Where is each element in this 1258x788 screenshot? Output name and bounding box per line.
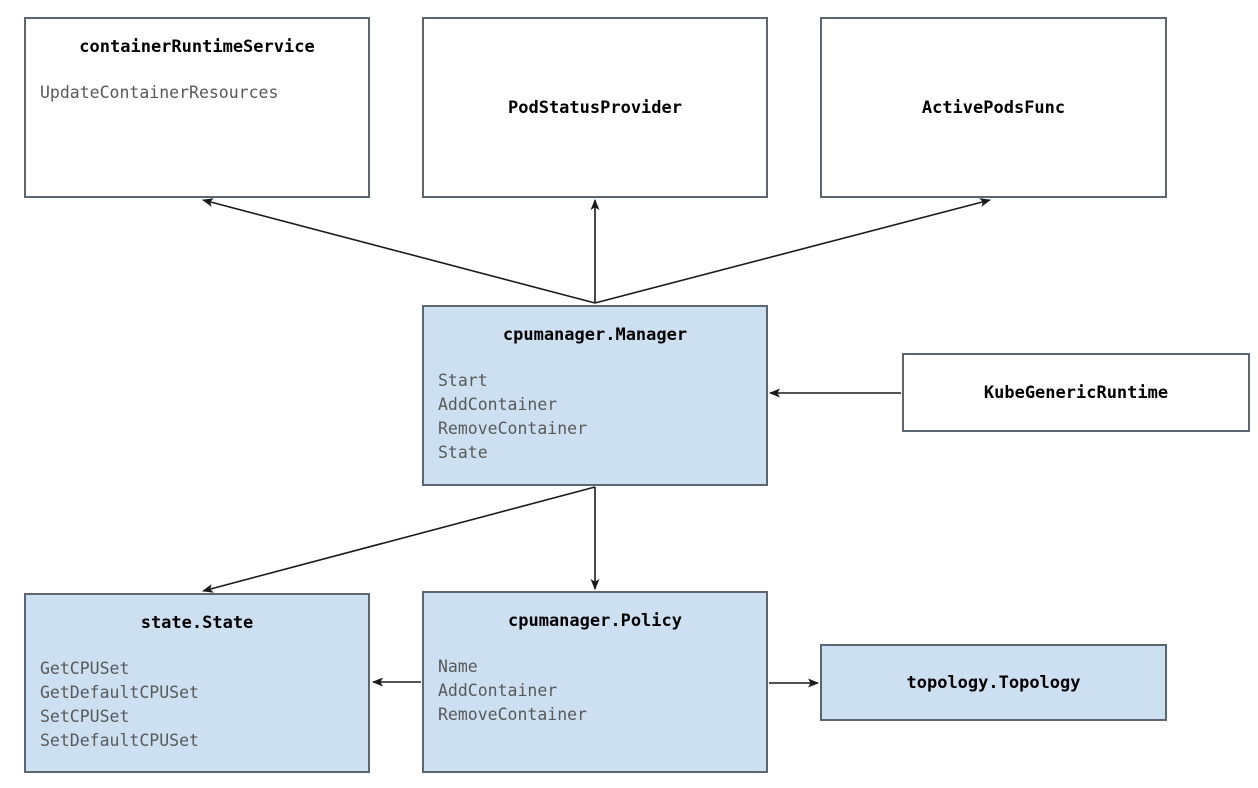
node-topologyTopology[interactable]: topology.Topology (820, 644, 1167, 721)
node-member: GetDefaultCPUSet (40, 683, 199, 702)
node-member: AddContainer (438, 395, 558, 414)
node-member: RemoveContainer (438, 705, 588, 724)
node-member: SetCPUSet (40, 707, 130, 726)
node-title-topologyTopology: topology.Topology (906, 673, 1081, 693)
edge-manager-to-stateState (202, 486, 596, 593)
node-member: RemoveContainer (438, 419, 588, 438)
node-title-KubeGenericRuntime: KubeGenericRuntime (983, 383, 1169, 403)
edge-manager-to-containerRuntimeService (202, 198, 596, 304)
node-title-containerRuntimeService: containerRuntimeService (79, 37, 315, 57)
node-member: SetDefaultCPUSet (40, 731, 199, 750)
node-member: UpdateContainerResources (40, 83, 279, 102)
node-title-cpumanagerPolicy: cpumanager.Policy (508, 611, 682, 631)
node-member: Name (438, 657, 478, 676)
node-KubeGenericRuntime[interactable]: KubeGenericRuntime (902, 353, 1250, 432)
node-title-PodStatusProvider: PodStatusProvider (508, 98, 682, 118)
node-member: GetCPUSet (40, 659, 130, 678)
node-title-stateState: state.State (140, 613, 254, 633)
node-member: Start (438, 371, 488, 390)
node-member: AddContainer (438, 681, 558, 700)
node-ActivePodsFunc[interactable]: ActivePodsFunc (820, 17, 1167, 198)
node-PodStatusProvider[interactable]: PodStatusProvider (422, 17, 768, 198)
node-members-containerRuntimeService: UpdateContainerResources (40, 81, 278, 105)
node-title-cpumanagerManager: cpumanager.Manager (502, 325, 688, 345)
node-member: State (438, 443, 488, 462)
edge-manager-to-activePodsFunc (594, 198, 991, 304)
node-title-ActivePodsFunc: ActivePodsFunc (921, 98, 1066, 118)
